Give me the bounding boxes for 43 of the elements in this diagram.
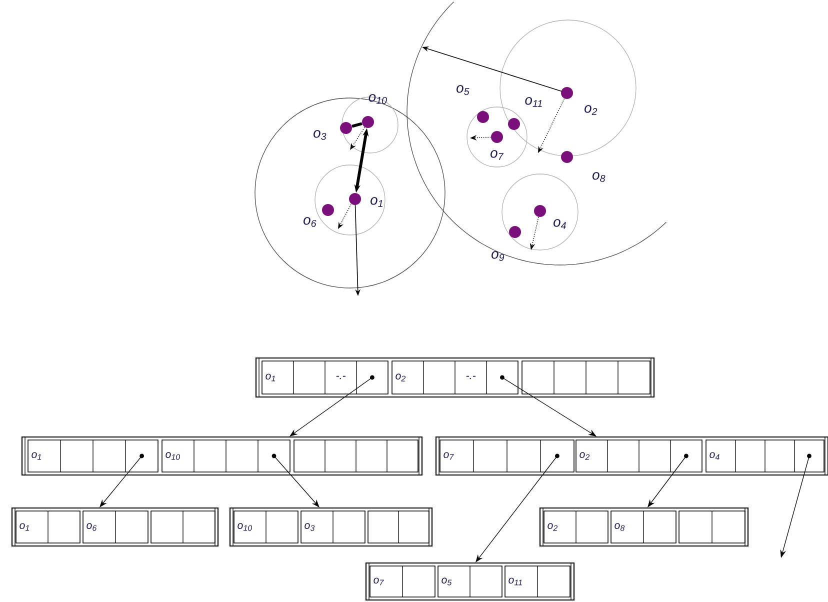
connector-line (352, 122, 362, 128)
entry-label: o$_{11}$ (508, 578, 522, 586)
tree-node-box (435, 436, 828, 476)
entry-label: o$_{2}$ (580, 452, 590, 460)
entry-label: o$_{8}$ (614, 523, 625, 531)
entry-label: o$_{3}$ (304, 523, 315, 531)
entry-label: o$_{1}$ (266, 374, 275, 382)
point-label: o$_{9}$ (492, 251, 504, 261)
entry-label: o$_{7}$ (374, 578, 384, 586)
entry-label: o$_{4}$ (710, 452, 720, 460)
entry-label: o$_{2}$ (548, 523, 558, 531)
entry-label: o$_{10}$ (166, 452, 180, 460)
point-label: o$_{8}$ (592, 172, 606, 182)
entry-label: o$_{5}$ (442, 578, 452, 586)
entry-box (368, 510, 430, 544)
entry-label: o$_{6}$ (86, 523, 97, 531)
entry-label: o$_{1}$ (20, 523, 29, 531)
tree-node-box (365, 562, 575, 601)
point-label: o$_{11}$ (525, 97, 542, 107)
entry-label: -.- (466, 376, 476, 380)
entry-label: o$_{7}$ (444, 452, 454, 460)
point-label: o$_{6}$ (304, 217, 316, 227)
tree-node-box (255, 357, 655, 398)
entry-label: o$_{10}$ (238, 523, 252, 531)
point-label: o$_{7}$ (490, 150, 504, 160)
point-label: o$_{10}$ (368, 94, 387, 104)
entry-box (678, 510, 746, 544)
entry-label: o$_{1}$ (32, 452, 41, 460)
tree-node-box (11, 507, 219, 547)
point-label: o$_{5}$ (456, 85, 470, 95)
entry-label: o$_{2}$ (396, 374, 406, 382)
entry-box (150, 510, 216, 544)
pointer-arrow (274, 456, 320, 508)
entry-label: -.- (336, 376, 346, 380)
point-label: o$_{1}$ (370, 197, 382, 207)
point-label: o$_{3}$ (314, 130, 326, 140)
tree-node-box (229, 507, 433, 547)
point-label: o$_{2}$ (584, 105, 598, 115)
tree-node-box (21, 436, 423, 476)
entry-box (294, 440, 418, 472)
tree-node-box (539, 507, 749, 547)
entry-box (522, 360, 650, 394)
point-label: o$_{4}$ (554, 219, 566, 229)
